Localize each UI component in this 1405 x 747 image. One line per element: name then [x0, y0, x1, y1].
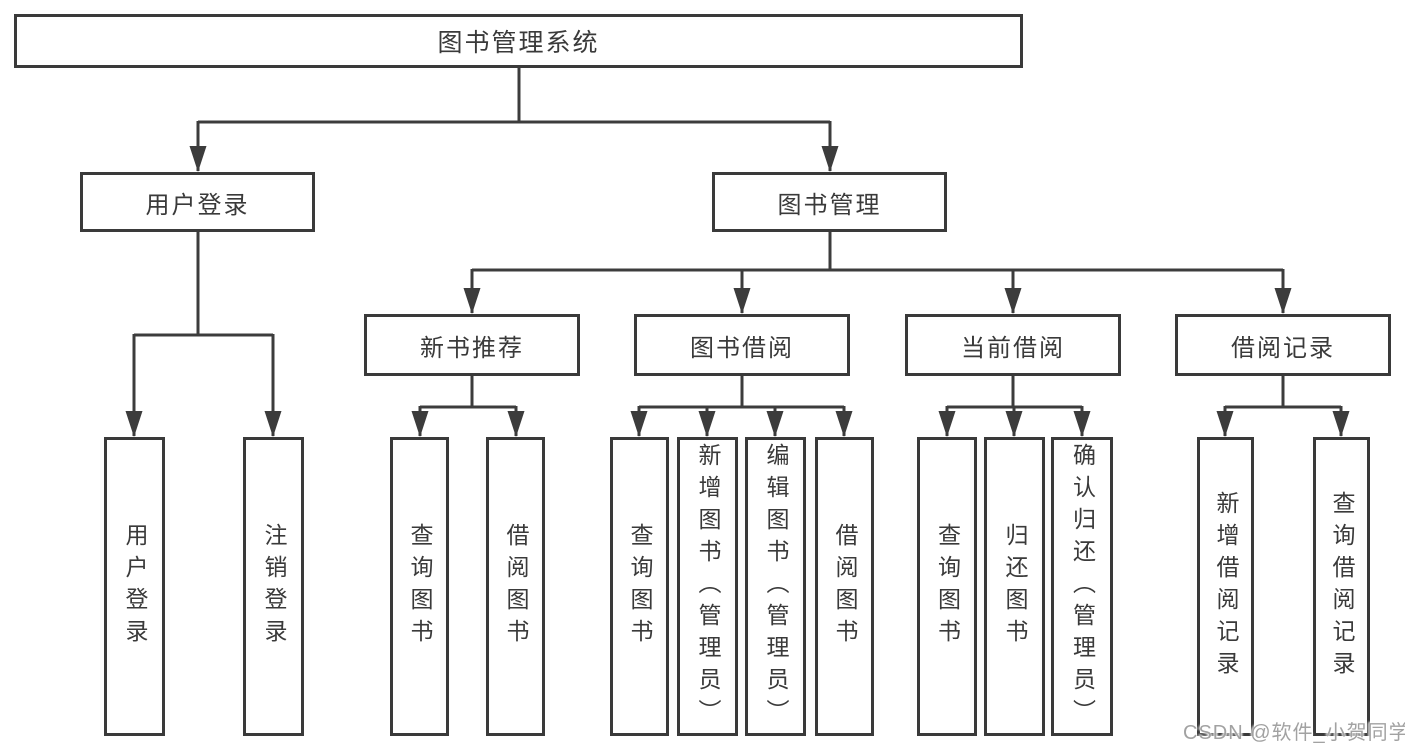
node-label: 新书推荐 [420, 334, 524, 362]
node-label: 查询图书 [934, 522, 961, 651]
node-system-root: 图书管理系统 [14, 14, 1023, 68]
node-label: 图书管理系统 [437, 29, 600, 57]
leaf-logout: 注销登录 [243, 437, 304, 736]
node-label: 新增借阅记录 [1213, 490, 1239, 683]
node-label: 借阅记录 [1231, 334, 1335, 362]
node-label: 当前借阅 [961, 334, 1065, 362]
node-label: 新增图书（管理员） [695, 442, 721, 731]
node-label: 查询借阅记录 [1329, 490, 1355, 683]
node-book-management-branch: 图书管理 [712, 172, 947, 232]
leaf-borrow-books: 借阅图书 [815, 437, 874, 736]
leaf-query-borrow-record: 查询借阅记录 [1313, 437, 1370, 736]
leaf-user-login: 用户登录 [104, 437, 165, 736]
leaf-return-book: 归还图书 [984, 437, 1045, 736]
node-label: 查询图书 [627, 522, 653, 651]
node-label: 借阅图书 [503, 522, 529, 651]
node-label: 借阅图书 [832, 522, 858, 651]
leaf-borrow-books-recommend: 借阅图书 [486, 437, 545, 736]
csdn-watermark: CSDN @软件_小贺同学 [1183, 722, 1405, 744]
node-label: 编辑图书（管理员） [763, 442, 789, 731]
node-label: 用户登录 [145, 191, 250, 219]
node-label: 确认归还（管理员） [1069, 442, 1096, 731]
leaf-query-books-current: 查询图书 [917, 437, 977, 736]
node-label: 查询图书 [407, 522, 433, 651]
node-label: 图书管理 [777, 191, 882, 219]
node-new-book-recommend: 新书推荐 [364, 314, 580, 376]
node-label: 用户登录 [122, 522, 148, 651]
node-label: 注销登录 [261, 522, 287, 651]
leaf-add-book-admin: 新增图书（管理员） [677, 437, 738, 736]
node-label: 归还图书 [1002, 522, 1028, 651]
node-current-borrow: 当前借阅 [905, 314, 1121, 376]
node-user-login-branch: 用户登录 [80, 172, 315, 232]
node-label: 图书借阅 [690, 334, 794, 362]
leaf-edit-book-admin: 编辑图书（管理员） [745, 437, 806, 736]
leaf-confirm-return-admin: 确认归还（管理员） [1051, 437, 1113, 736]
leaf-add-borrow-record: 新增借阅记录 [1197, 437, 1254, 736]
leaf-query-books-recommend: 查询图书 [390, 437, 449, 736]
node-borrow-records: 借阅记录 [1175, 314, 1391, 376]
node-book-borrow: 图书借阅 [634, 314, 850, 376]
leaf-query-books-borrow: 查询图书 [610, 437, 669, 736]
